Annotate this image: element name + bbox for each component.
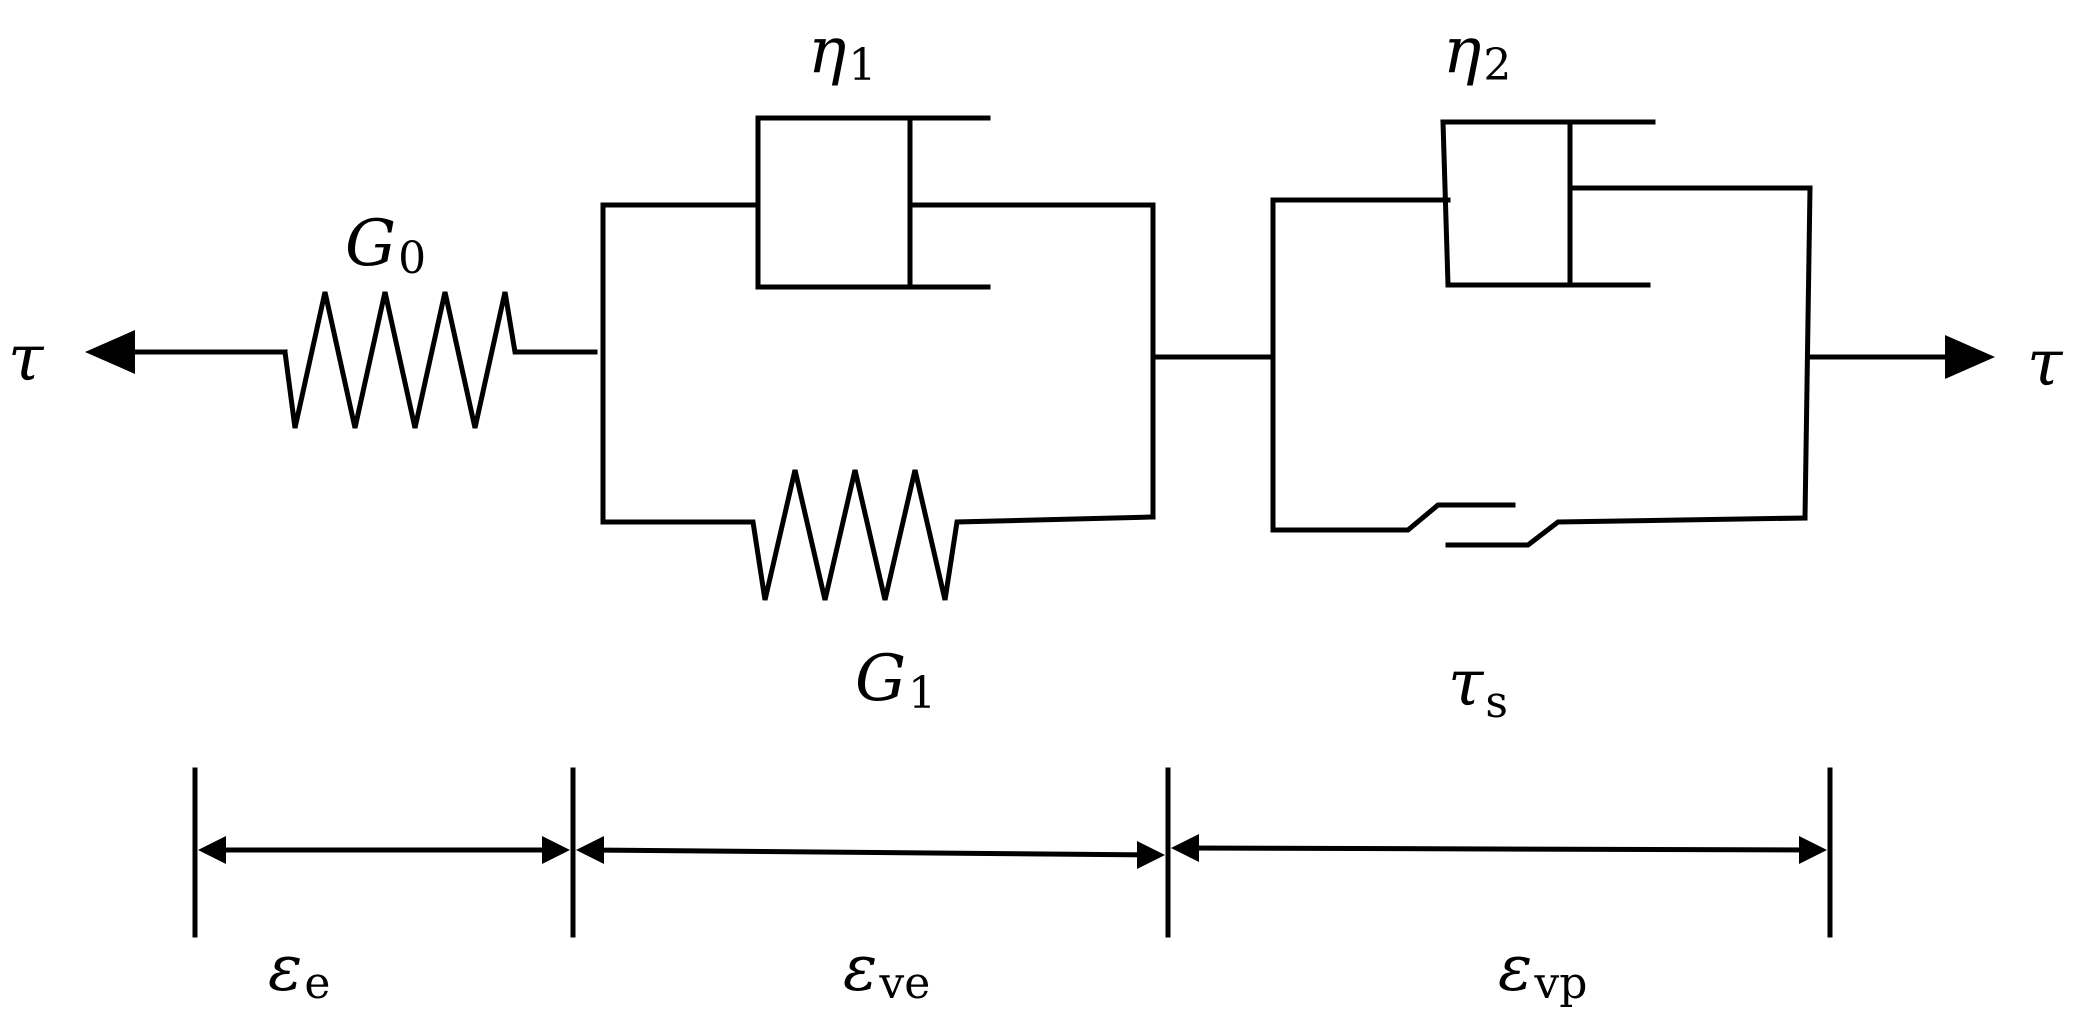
stress-arrow-right	[1942, 335, 1995, 379]
dashpot-eta1	[600, 115, 1156, 290]
spring-g1	[600, 469, 1156, 601]
stress-label-right: τ	[2027, 327, 2064, 401]
strain-viscoelastic-label: εve	[843, 932, 930, 1009]
stress-arrow-left	[85, 330, 288, 374]
spring-g0-label: G0	[345, 207, 426, 284]
strain-viscoplastic-label: εvp	[1498, 932, 1587, 1009]
spring-g0	[282, 291, 598, 429]
friction-slider-tau-s	[1270, 502, 1808, 548]
strain-arrow-viscoplastic	[1171, 834, 1827, 864]
dashpot-eta2	[1270, 119, 1813, 288]
kelvin-voigt-frame	[600, 202, 1276, 525]
strain-elastic-label: εe	[268, 932, 330, 1009]
slider-tau-s-label: τs	[1448, 647, 1508, 728]
strain-dimension-lines	[192, 767, 1833, 938]
stress-label-left: τ	[8, 322, 45, 396]
strain-arrow-elastic	[198, 836, 570, 864]
bingham-frame	[1270, 185, 1948, 533]
strain-arrow-viscoelastic	[576, 836, 1165, 869]
spring-g1-label: G1	[855, 642, 936, 719]
dashpot-eta2-label: η2	[1443, 14, 1511, 91]
dashpot-eta1-label: η1	[808, 14, 876, 91]
